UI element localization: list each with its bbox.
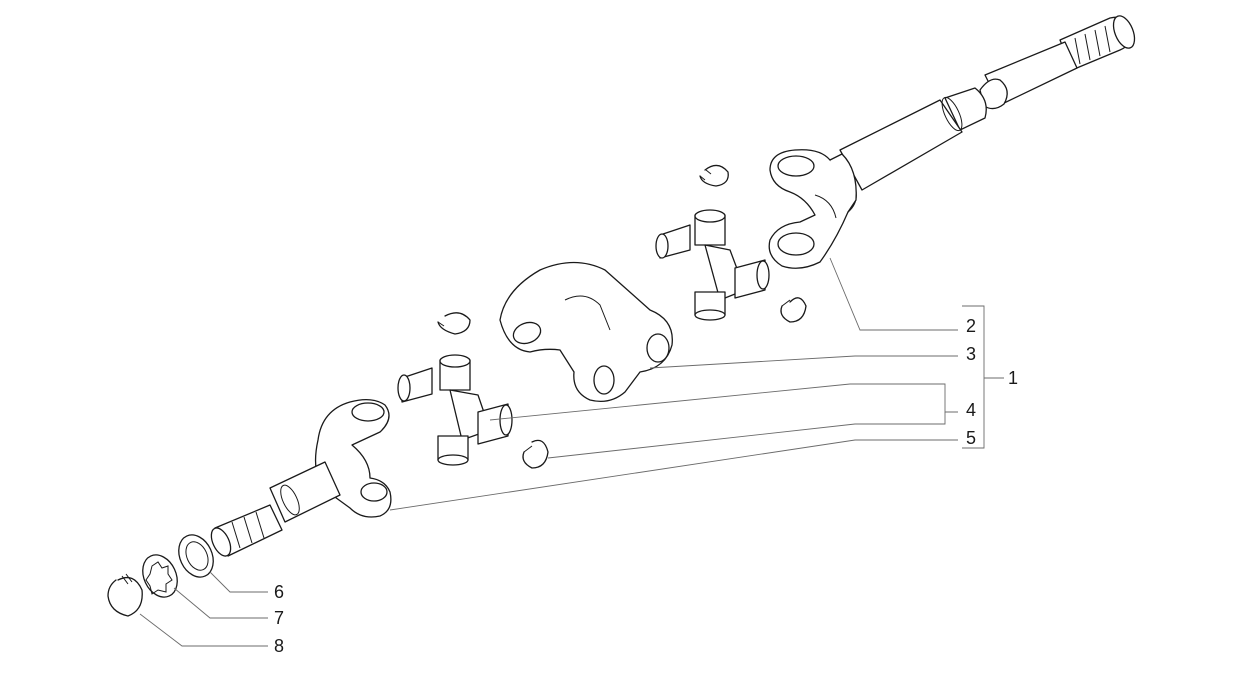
leader-lines xyxy=(139,257,1004,647)
callout-3: 3 xyxy=(966,344,976,364)
stub-shaft-yoke xyxy=(210,398,392,557)
snap-ring xyxy=(107,573,143,617)
center-yoke xyxy=(499,261,673,403)
callout-8: 8 xyxy=(274,636,284,656)
callout-6: 6 xyxy=(274,582,284,602)
snap-ring-lower-top xyxy=(437,312,471,335)
outer-yoke xyxy=(768,149,857,269)
callouts: 1 2 3 4 5 6 7 8 xyxy=(274,316,1018,656)
washer xyxy=(178,534,214,578)
splined-washer xyxy=(142,554,178,598)
callout-7: 7 xyxy=(274,608,284,628)
callout-5: 5 xyxy=(966,428,976,448)
callout-1: 1 xyxy=(1008,368,1018,388)
universal-joint-cross-lower xyxy=(397,354,513,466)
snap-ring-lower-right xyxy=(522,439,549,469)
callout-4: 4 xyxy=(966,400,976,420)
snap-ring-upper-top xyxy=(699,164,729,187)
long-axle-shaft xyxy=(839,15,1136,191)
callout-2: 2 xyxy=(966,316,976,336)
universal-joint-cross-upper xyxy=(655,209,770,321)
snap-ring-upper-right xyxy=(780,297,807,323)
